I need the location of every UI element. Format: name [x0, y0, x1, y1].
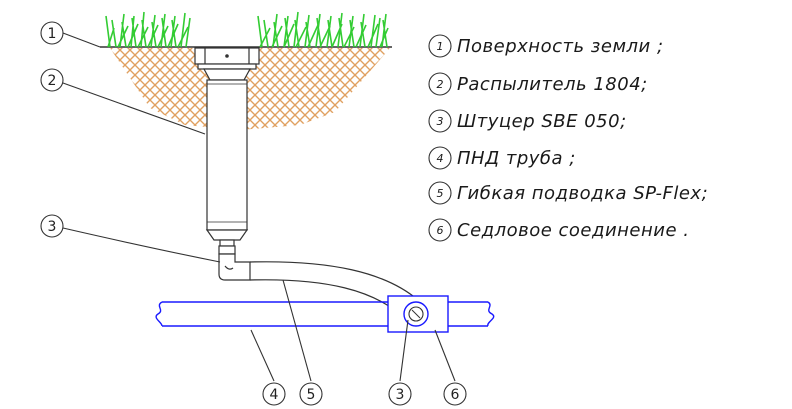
sprinkler-1804	[194, 47, 260, 247]
svg-text:4: 4	[437, 152, 444, 165]
svg-text:5: 5	[437, 187, 444, 200]
svg-text:Штуцер SBE 050;: Штуцер SBE 050;	[457, 111, 627, 132]
svg-text:6: 6	[451, 387, 460, 403]
legend-item-3: 3 Штуцер SBE 050;	[428, 109, 627, 133]
soil	[110, 48, 390, 130]
callout-5: 5	[299, 382, 323, 406]
grass-right	[257, 11, 389, 48]
svg-text:Гибкая подводка SP-Flex;: Гибкая подводка SP-Flex;	[457, 183, 708, 204]
grass-left	[105, 11, 191, 48]
hdpe-pipe	[155, 301, 495, 327]
svg-text:Седловое соединение .: Седловое соединение .	[457, 220, 689, 241]
callout-3-top: 3	[40, 214, 64, 238]
svg-text:Поверхность земли ;: Поверхность земли ;	[457, 36, 664, 57]
svg-text:2: 2	[48, 73, 57, 89]
svg-text:3: 3	[48, 219, 57, 235]
svg-text:2: 2	[437, 78, 444, 91]
svg-text:Распылитель 1804;: Распылитель 1804;	[457, 74, 648, 95]
callout-2: 2	[40, 68, 64, 92]
svg-text:5: 5	[307, 387, 316, 403]
svg-text:1: 1	[437, 40, 444, 53]
svg-text:1: 1	[48, 26, 57, 42]
callout-6: 6	[443, 382, 467, 406]
callout-4: 4	[262, 382, 286, 406]
callout-3-bottom: 3	[388, 382, 412, 406]
legend-item-1: 1 Поверхность земли ;	[428, 34, 664, 58]
svg-text:3: 3	[396, 387, 405, 403]
svg-text:6: 6	[437, 224, 444, 237]
svg-text:3: 3	[437, 115, 444, 128]
legend-item-2: 2 Распылитель 1804;	[428, 72, 648, 96]
svg-text:ПНД труба ;: ПНД труба ;	[457, 148, 576, 169]
leader-lines	[62, 32, 456, 382]
legend-item-4: 4 ПНД труба ;	[428, 146, 576, 170]
elbow-fitting-sbe050	[218, 245, 251, 281]
legend: 1 Поверхность земли ; 2 Распылитель 1804…	[428, 34, 708, 242]
svg-text:4: 4	[270, 387, 279, 403]
callout-1: 1	[40, 21, 64, 45]
legend-item-5: 5 Гибкая подводка SP-Flex;	[428, 181, 708, 205]
legend-item-6: 6 Седловое соединение .	[428, 218, 689, 242]
saddle-connection	[387, 295, 449, 333]
